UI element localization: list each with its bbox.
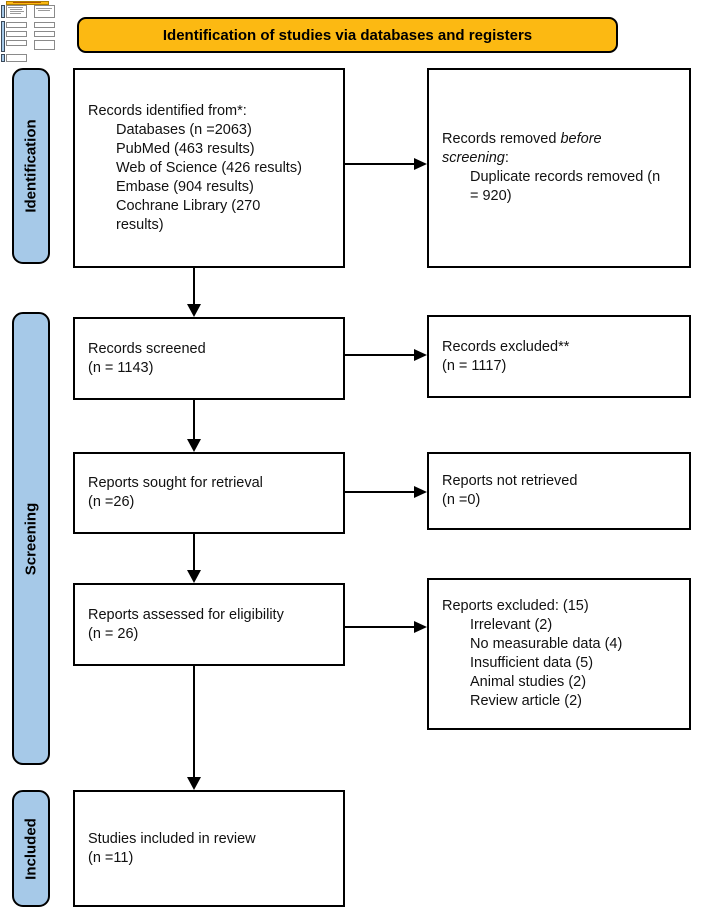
mini-banner-text bbox=[13, 2, 41, 3]
thumbnail-preview[interactable] bbox=[0, 0, 56, 64]
stage-screening: Screening bbox=[12, 312, 50, 765]
box-line: Studies included in review bbox=[88, 830, 256, 847]
box-line: (n = 26) bbox=[88, 625, 139, 642]
mini-text-line bbox=[38, 10, 50, 11]
stage-identification-label: Identification bbox=[22, 119, 40, 213]
mini-box bbox=[6, 54, 27, 62]
arrow-head-icon bbox=[414, 621, 427, 633]
box-title: Records identified from*: bbox=[88, 102, 247, 119]
box-records-identified: Records identified from*: Databases (n =… bbox=[73, 68, 345, 268]
box-line: Duplicate records removed (n bbox=[470, 169, 661, 185]
box-reports-not-retrieved: Reports not retrieved (n =0) bbox=[427, 452, 691, 530]
arrow-head-icon bbox=[414, 349, 427, 361]
box-records-excluded: Records excluded** (n = 1117) bbox=[427, 315, 691, 398]
mini-text-line bbox=[10, 11, 24, 12]
mini-box bbox=[6, 40, 27, 46]
arrow-head-icon bbox=[187, 304, 201, 317]
box-records-screened: Records screened (n = 1143) bbox=[73, 317, 345, 400]
mini-box bbox=[34, 22, 55, 28]
box-line: Cochrane Library (270 bbox=[116, 197, 261, 214]
mini-banner bbox=[6, 1, 49, 5]
box-line: Records screened bbox=[88, 340, 206, 357]
mini-strip-included bbox=[1, 54, 5, 62]
header-banner: Identification of studies via databases … bbox=[77, 17, 618, 53]
stage-included-label: Included bbox=[22, 817, 40, 880]
mini-box bbox=[6, 22, 27, 28]
box-line: = 920) bbox=[470, 188, 512, 204]
box-title: Records removed before bbox=[442, 131, 602, 147]
arrow-head-icon bbox=[187, 570, 201, 583]
header-banner-title: Identification of studies via databases … bbox=[162, 26, 533, 44]
box-line: Embase (904 results) bbox=[116, 178, 254, 195]
mini-text-line bbox=[8, 7, 23, 8]
box-line: PubMed (463 results) bbox=[116, 140, 255, 157]
box-line: (n =26) bbox=[88, 494, 135, 510]
mini-box bbox=[34, 40, 55, 50]
box-line: results) bbox=[116, 216, 164, 233]
mini-box bbox=[34, 31, 55, 37]
box-title: screening: bbox=[442, 150, 509, 166]
mini-box bbox=[34, 5, 55, 18]
box-line: Web of Science (426 results) bbox=[116, 159, 302, 176]
box-title: Reports excluded: (15) bbox=[442, 598, 589, 614]
box-line: (n = 1143) bbox=[88, 359, 154, 376]
mini-text-line bbox=[36, 8, 52, 9]
box-line: (n =11) bbox=[88, 849, 134, 866]
mini-strip-identification bbox=[1, 5, 5, 18]
box-line: Reports not retrieved bbox=[442, 473, 578, 489]
arrow-head-icon bbox=[187, 777, 201, 790]
box-line: Reports sought for retrieval bbox=[88, 475, 263, 491]
box-line: Insufficient data (5) bbox=[470, 655, 594, 671]
box-studies-included: Studies included in review (n =11) bbox=[73, 790, 345, 907]
arrow-head-icon bbox=[414, 158, 427, 170]
mini-text-line bbox=[10, 13, 21, 14]
box-line: Reports assessed for eligibility bbox=[88, 606, 284, 623]
arrow-head-icon bbox=[414, 486, 427, 498]
mini-strip-screening bbox=[1, 21, 5, 52]
mini-box bbox=[6, 31, 27, 37]
mini-text-line bbox=[10, 9, 22, 10]
box-reports-sought: Reports sought for retrieval (n =26) bbox=[73, 452, 345, 534]
box-reports-excluded: Reports excluded: (15) Irrelevant (2) No… bbox=[427, 578, 691, 730]
box-reports-assessed: Reports assessed for eligibility (n = 26… bbox=[73, 583, 345, 666]
box-line: No measurable data (4) bbox=[470, 636, 623, 652]
box-line: Review article (2) bbox=[470, 693, 582, 709]
arrow-head-icon bbox=[187, 439, 201, 452]
box-line: Animal studies (2) bbox=[470, 674, 587, 690]
box-line: (n = 1117) bbox=[442, 357, 507, 374]
box-line: (n =0) bbox=[442, 492, 481, 508]
stage-screening-label: Screening bbox=[22, 502, 40, 575]
box-line: Databases (n =2063) bbox=[116, 121, 252, 138]
stage-included: Included bbox=[12, 790, 50, 907]
box-line: Records excluded** bbox=[442, 338, 570, 355]
box-records-removed: Records removed before screening: Duplic… bbox=[427, 68, 691, 268]
box-line: Irrelevant (2) bbox=[470, 617, 553, 633]
stage-identification: Identification bbox=[12, 68, 50, 264]
